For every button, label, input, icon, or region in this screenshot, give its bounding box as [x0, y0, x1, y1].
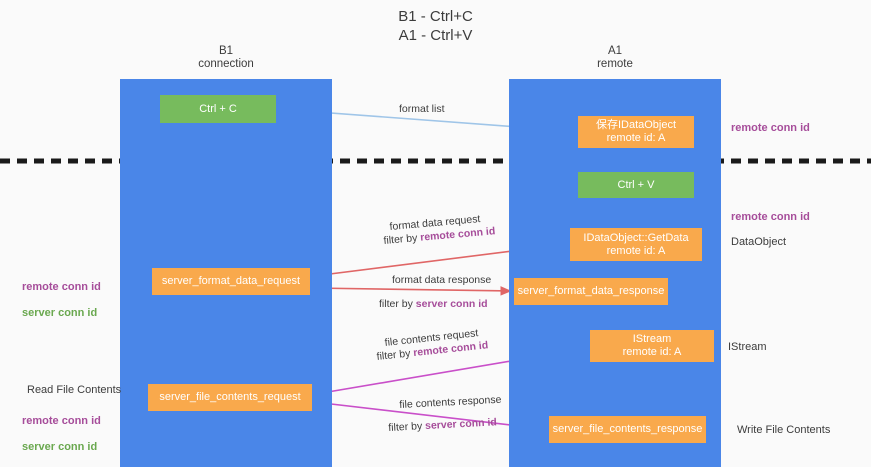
- filter-prefix: filter by: [379, 298, 416, 310]
- label-remote-conn-id-top: remote conn id: [731, 122, 810, 134]
- edge-label-format-list: format list: [399, 103, 445, 115]
- filter-key: server conn id: [424, 416, 498, 433]
- node-ctrl-v[interactable]: Ctrl + V: [578, 172, 694, 198]
- label-remote-conn-id-mid: remote conn id: [731, 211, 810, 223]
- edge-label-format-data-response: format data response: [392, 274, 492, 286]
- label-left-remote-conn-id: remote conn id: [22, 281, 101, 293]
- label-left-conn-ids-file: remote conn id server conn id: [22, 402, 101, 454]
- swimlane-header-b1: B1 connection: [198, 45, 254, 70]
- node-server-format-data-request[interactable]: server_format_data_request: [152, 268, 310, 295]
- node-server-file-contents-response[interactable]: server_file_contents_response: [549, 416, 706, 443]
- edge-label-format-data-response-filter: filter by server conn id: [379, 297, 488, 312]
- node-server-format-data-response[interactable]: server_format_data_response: [514, 278, 668, 305]
- swimlane-header-a1: A1 remote: [597, 45, 633, 70]
- node-server-file-contents-request[interactable]: server_file_contents_request: [148, 384, 312, 411]
- arrow-format-data-response: [311, 286, 512, 296]
- filter-prefix: filter by: [388, 420, 426, 434]
- node-save-idataobject[interactable]: 保存IDataObject remote id: A: [578, 116, 694, 148]
- label-read-file-contents: Read File Contents: [27, 384, 122, 396]
- label-istream: IStream: [728, 341, 767, 353]
- page-title: B1 - Ctrl+C A1 - Ctrl+V: [398, 8, 473, 44]
- label-left-server-conn-id: server conn id: [22, 307, 98, 319]
- label-dataobject: DataObject: [731, 236, 787, 248]
- node-istream[interactable]: IStream remote id: A: [590, 330, 714, 362]
- label-left-remote-conn-id-2: remote conn id: [22, 415, 101, 427]
- filter-key: server conn id: [415, 298, 488, 310]
- label-left-conn-ids-format: remote conn id server conn id: [22, 268, 101, 320]
- node-ctrl-c[interactable]: Ctrl + C: [160, 95, 276, 123]
- filter-prefix: filter by: [383, 231, 421, 247]
- filter-prefix: filter by: [376, 347, 414, 363]
- node-idataobject-getdata[interactable]: IDataObject::GetData remote id: A: [570, 228, 702, 261]
- arrow-file-contents-response: [313, 401, 547, 433]
- label-left-server-conn-id-2: server conn id: [22, 441, 98, 453]
- label-write-file-contents: Write File Contents: [737, 424, 831, 436]
